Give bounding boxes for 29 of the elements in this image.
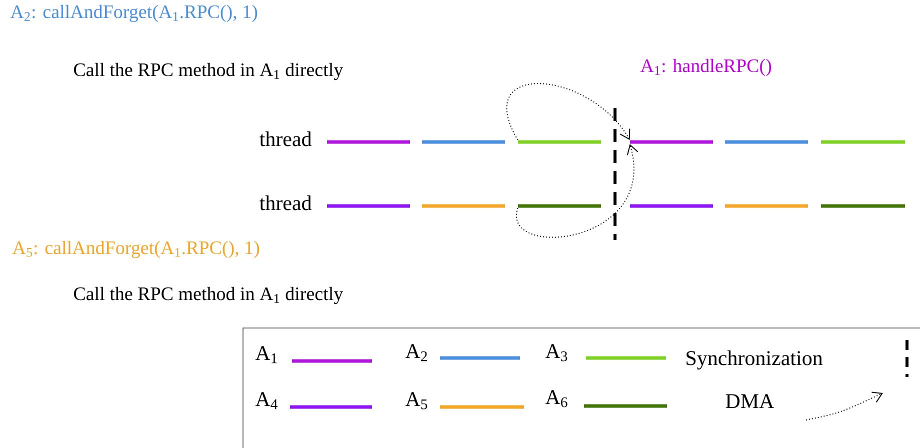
description: Call the RPC method in A$_{1}$ directly [74,62,344,80]
dma-arrow [516,144,638,238]
dma-arrow [506,83,630,141]
function-call: A$_{2}$: callAndForget(A$_{1}$.RPC(), 1) [10,4,258,22]
description: Call the RPC method in A$_{1}$ directly [74,286,344,304]
thread-segment [327,140,410,144]
legend-label: DMA [726,394,774,408]
thread-label: thread [260,195,312,210]
thread-label: thread [260,131,312,146]
thread-segment [630,140,713,144]
legend-label: A$_{6}$ [545,390,568,408]
thread-segment [630,204,713,208]
thread-segment [518,140,601,144]
legend-label: A$_{4}$ [255,392,278,410]
thread-segment [725,204,808,208]
legend-label: A$_{1}$ [255,346,277,364]
thread-segment [327,204,410,208]
function-call: A$_{5}$: callAndForget(A$_{1}$.RPC(), 1) [12,240,260,258]
thread-segment [422,140,505,144]
thread-segment [821,140,905,144]
thread-segment [422,204,505,208]
thread-segment [821,204,905,208]
legend-label: Synchronization [686,350,823,370]
function-call: A$_{1}$: handleRPC() [640,58,772,76]
thread-segment [725,140,808,144]
legend-label: A$_{5}$ [405,392,428,410]
thread-segment [518,204,601,208]
legend-label: A$_{3}$ [545,344,568,362]
legend-label: A$_{2}$ [405,344,427,362]
